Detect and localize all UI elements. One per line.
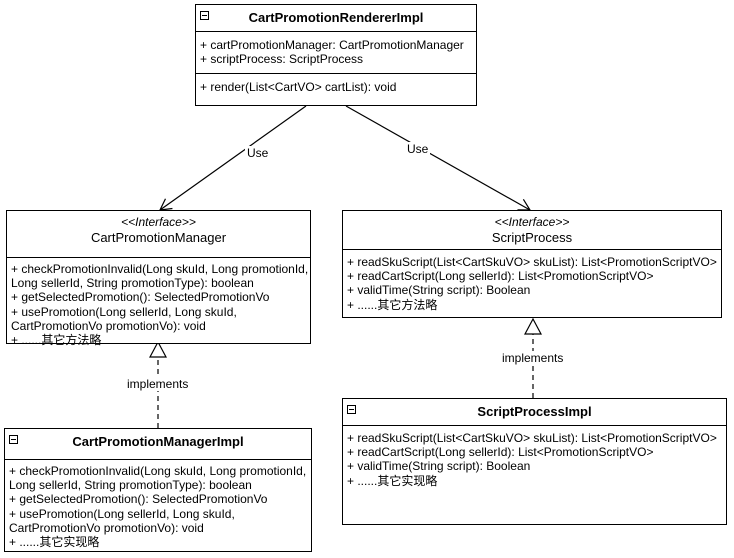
operations-section: + readSkuScript(List<CartSkuVO> skuList)… <box>343 249 721 315</box>
realization-arrowhead-right <box>524 317 542 335</box>
interface-script-process[interactable]: <<Interface>> ScriptProcess + readSkuScr… <box>342 210 722 318</box>
operations-section: + render(List<CartVO> cartList): void <box>196 73 476 97</box>
operation: + readCartScript(Long sellerId): List<Pr… <box>347 445 654 460</box>
implements-label-right: implements <box>500 351 566 365</box>
operation: + checkPromotionInvalid(Long skuId, Long… <box>11 262 309 276</box>
interface-cart-promotion-manager[interactable]: <<Interface>> CartPromotionManager + che… <box>6 210 311 347</box>
class-name: CartPromotionRendererImpl <box>248 10 424 25</box>
operation: + ......其它实现略 <box>347 473 438 488</box>
operation: CartPromotionVo promotionVo): void <box>11 318 206 333</box>
operation: + validTime(String script): Boolean <box>347 459 531 474</box>
operation: + checkPromotionInvalid(Long skuId, Long… <box>9 464 307 478</box>
class-name: CartPromotionManagerImpl <box>72 434 244 449</box>
use-association-right <box>345 105 532 211</box>
realization-arrowhead-left <box>149 340 167 358</box>
collapse-icon[interactable] <box>200 11 209 20</box>
interface-name: CartPromotionManager <box>90 230 227 245</box>
operation: + validTime(String script): Boolean <box>347 283 531 298</box>
operation: + getSelectedPromotion(): SelectedPromot… <box>11 290 270 305</box>
collapse-icon[interactable] <box>347 405 356 414</box>
attributes-section: + cartPromotionManager: CartPromotionMan… <box>196 31 476 73</box>
operation: Long sellerId, String promotionType): bo… <box>9 478 252 493</box>
operation: + ......其它实现略 <box>9 535 100 550</box>
operations-section: + checkPromotionInvalid(Long skuId, Long… <box>7 257 310 350</box>
operation: + readSkuScript(List<CartSkuVO> skuList)… <box>347 431 717 445</box>
operation: + getSelectedPromotion(): SelectedPromot… <box>9 492 268 507</box>
operation: + readCartScript(Long sellerId): List<Pr… <box>347 269 654 284</box>
operation: + ......其它方法略 <box>347 297 438 312</box>
interface-header: <<Interface>> ScriptProcess <box>343 211 721 249</box>
class-name: ScriptProcessImpl <box>477 404 592 419</box>
stereotype: <<Interface>> <box>121 215 196 229</box>
collapse-icon[interactable] <box>9 435 18 444</box>
class-header: ScriptProcessImpl <box>343 399 726 425</box>
interface-header: <<Interface>> CartPromotionManager <box>7 211 310 249</box>
operations-section: + checkPromotionInvalid(Long skuId, Long… <box>5 459 311 552</box>
interface-name: ScriptProcess <box>491 230 573 245</box>
operation: + usePromotion(Long sellerId, Long skuId… <box>11 304 237 319</box>
operation: + ......其它方法略 <box>11 333 102 348</box>
stereotype: <<Interface>> <box>494 215 570 229</box>
class-script-process-impl[interactable]: ScriptProcessImpl + readSkuScript(List<C… <box>342 398 727 525</box>
operations-section: + readSkuScript(List<CartSkuVO> skuList)… <box>343 425 726 491</box>
attribute: + cartPromotionManager: CartPromotionMan… <box>200 38 464 52</box>
use-label-right: Use <box>405 142 431 156</box>
operation: + render(List<CartVO> cartList): void <box>200 80 397 94</box>
operation: Long sellerId, String promotionType): bo… <box>11 276 254 291</box>
class-header: CartPromotionManagerImpl <box>5 429 311 455</box>
operation: + readSkuScript(List<CartSkuVO> skuList)… <box>347 255 717 269</box>
class-cart-promotion-manager-impl[interactable]: CartPromotionManagerImpl + checkPromotio… <box>4 428 312 552</box>
use-association-left <box>158 105 307 211</box>
attribute: + scriptProcess: ScriptProcess <box>200 52 364 67</box>
operation: + usePromotion(Long sellerId, Long skuId… <box>9 506 235 521</box>
operation: CartPromotionVo promotionVo): void <box>9 520 204 535</box>
implements-label-left: implements <box>125 377 191 391</box>
class-header: CartPromotionRendererImpl <box>196 5 476 31</box>
class-cart-promotion-renderer-impl[interactable]: CartPromotionRendererImpl + cartPromotio… <box>195 4 477 106</box>
use-label-left: Use <box>245 146 271 160</box>
